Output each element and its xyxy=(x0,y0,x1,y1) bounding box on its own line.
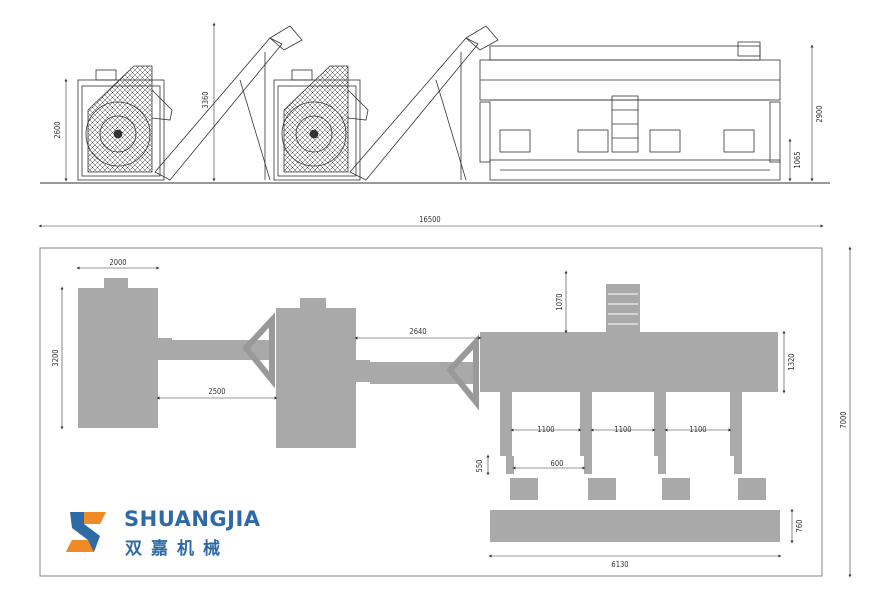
crusher-1-elevation xyxy=(77,65,173,181)
plan-dim-pitch-3: 1100 xyxy=(689,425,706,434)
plan-dim-machine1-depth: 3200 xyxy=(51,349,60,366)
washing-tank-plan xyxy=(480,284,780,542)
plan-dim-pitch-1: 1100 xyxy=(537,425,554,434)
plan-dim-gap2: 2640 xyxy=(409,327,426,336)
plan-dim-bottom-width: 6130 xyxy=(611,560,628,569)
plan-dim-hopper-height: 1070 xyxy=(555,293,564,310)
crusher-2-elevation xyxy=(273,65,369,181)
brand-name-cn: 双嘉机械 xyxy=(125,539,229,559)
plan-dimension-lines xyxy=(60,266,794,558)
elevation-dimensions xyxy=(64,22,814,182)
plan-dim-total-length: 16500 xyxy=(419,215,440,224)
plan-dim-gap1: 2500 xyxy=(208,387,225,396)
elevation-dim-2900: 2900 xyxy=(815,105,824,122)
elevation-view xyxy=(40,22,830,184)
plan-dim-bottom-depth: 760 xyxy=(795,520,804,533)
plan-dim-total-width: 7000 xyxy=(839,411,848,428)
plan-dim-machine1-width: 2000 xyxy=(109,258,126,267)
elevation-dim-2600: 2600 xyxy=(53,121,62,138)
plan-dim-tank-depth: 1320 xyxy=(787,353,796,370)
crusher-1-plan xyxy=(78,278,275,428)
crusher-2-plan xyxy=(276,298,479,448)
plan-dim-offset-small: 550 xyxy=(475,460,484,473)
screw-conveyor-1-elevation xyxy=(154,25,303,181)
brand-name: SHUANGJIA xyxy=(124,507,261,531)
elevation-dim-1065: 1065 xyxy=(793,151,802,168)
washing-tank-elevation xyxy=(479,41,781,181)
elevation-dim-3360: 3360 xyxy=(201,91,210,108)
brand-logo-mark xyxy=(66,512,106,552)
screw-conveyor-2-elevation xyxy=(349,25,499,181)
plan-dim-pitch-2: 1100 xyxy=(614,425,631,434)
plan-view xyxy=(38,224,852,578)
plan-dim-spacing-small: 600 xyxy=(551,459,564,468)
